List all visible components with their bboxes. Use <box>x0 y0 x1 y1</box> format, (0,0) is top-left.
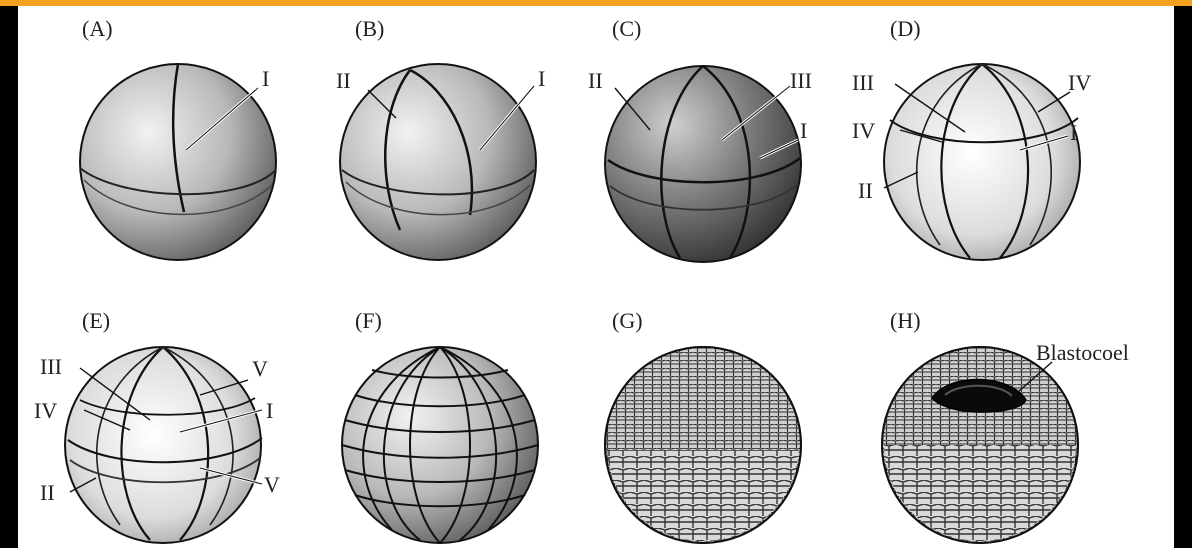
embryo-f <box>342 347 538 543</box>
embryo-g <box>605 347 805 548</box>
label-c-ii: II <box>588 68 603 93</box>
label-d-iv-left: IV <box>852 118 875 143</box>
label-e-ii: II <box>40 480 55 505</box>
embryo-a: I <box>80 64 276 260</box>
panel-label-e: (E) <box>82 308 110 333</box>
label-b-ii: II <box>336 68 351 93</box>
label-e-iii: III <box>40 354 62 379</box>
label-d-iv-right: IV <box>1068 70 1091 95</box>
panel-label-a: (A) <box>82 16 113 41</box>
embryo-d: III IV IV I II <box>852 64 1091 260</box>
panel-label-h: (H) <box>890 308 921 333</box>
label-h-blastocoel: Blastocoel <box>1036 340 1129 365</box>
label-c-iii: III <box>790 68 812 93</box>
panel-label-b: (B) <box>355 16 384 41</box>
panel-label-f: (F) <box>355 308 382 333</box>
label-e-v-bottom: V <box>264 472 280 497</box>
embryo-c: II III I <box>588 66 812 262</box>
label-a-i: I <box>262 66 269 91</box>
label-b-i: I <box>538 66 545 91</box>
panel-label-d: (D) <box>890 16 921 41</box>
label-d-i: I <box>1070 120 1077 145</box>
label-e-i: I <box>266 398 273 423</box>
panel-label-c: (C) <box>612 16 641 41</box>
panel-label-g: (G) <box>612 308 643 333</box>
embryo-b: II I <box>336 64 545 260</box>
label-c-i: I <box>800 118 807 143</box>
embryo-e: III V IV I II V <box>34 347 280 543</box>
label-e-iv: IV <box>34 398 57 423</box>
label-e-v-top: V <box>252 356 268 381</box>
embryo-h: Blastocoel <box>880 340 1129 545</box>
label-d-ii: II <box>858 178 873 203</box>
label-d-iii: III <box>852 70 874 95</box>
